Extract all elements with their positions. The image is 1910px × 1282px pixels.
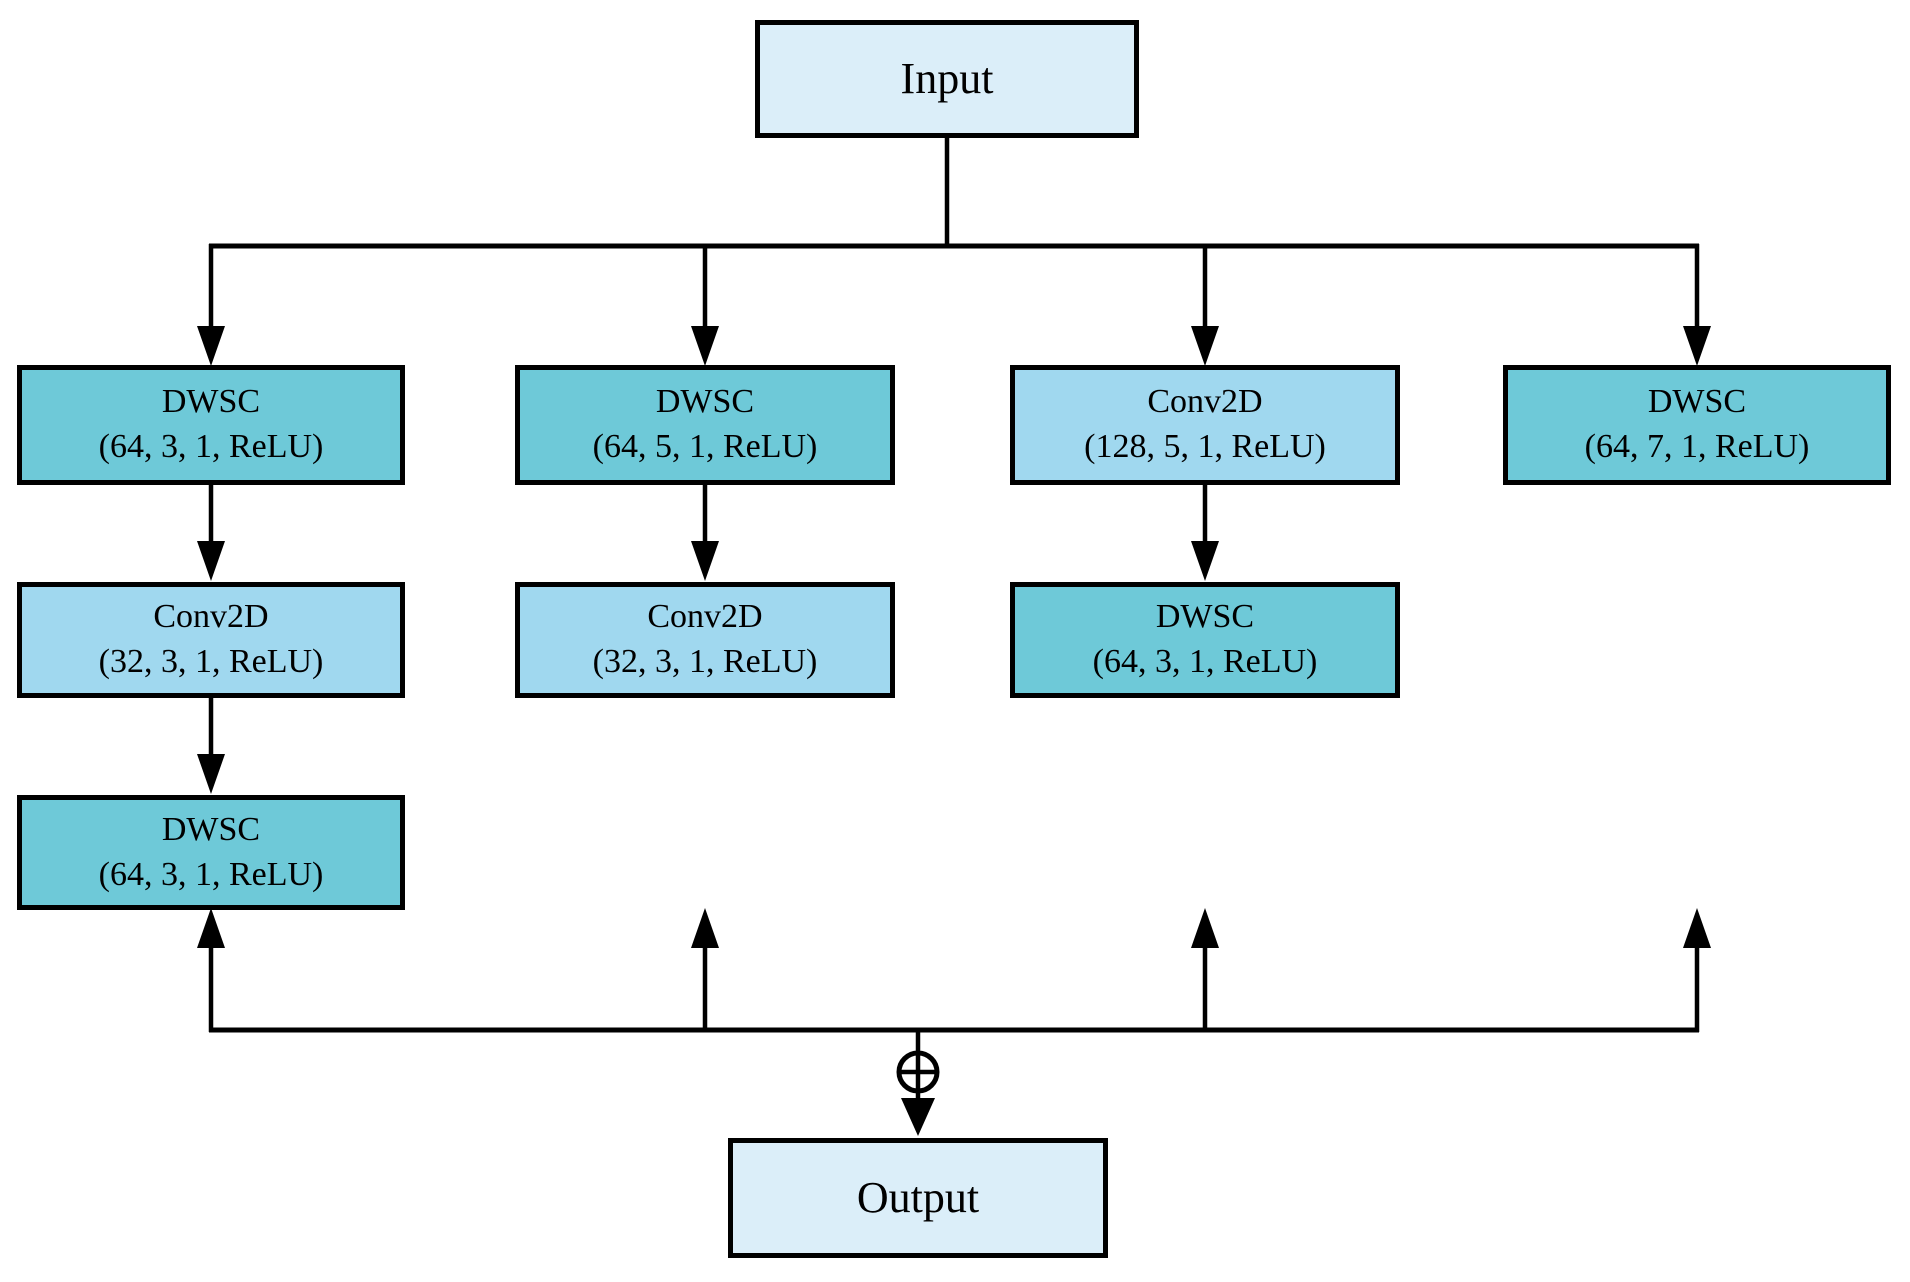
layer-type: Conv2D [647, 598, 763, 636]
layer-params: (32, 3, 1, ReLU) [592, 643, 818, 680]
branch2-dwsc-node: DWSC (64, 5, 1, ReLU) [515, 365, 895, 485]
input-label: Input [900, 53, 994, 103]
branch3-dwsc-node: DWSC (64, 3, 1, ReLU) [1010, 582, 1400, 698]
branch2-conv2d-node: Conv2D (32, 3, 1, ReLU) [515, 582, 895, 698]
output-label: Output [856, 1172, 980, 1222]
branch1-dwsc2-node: DWSC (64, 3, 1, ReLU) [17, 795, 405, 910]
layer-type: Conv2D [1147, 383, 1263, 421]
layer-type: DWSC [655, 383, 755, 421]
layer-params: (128, 5, 1, ReLU) [1084, 428, 1326, 465]
layer-type: DWSC [161, 810, 261, 848]
input-node: Input [755, 20, 1139, 138]
layer-type: DWSC [1647, 383, 1747, 421]
output-node: Output [728, 1138, 1108, 1258]
layer-type: DWSC [161, 383, 261, 421]
layer-params: (64, 3, 1, ReLU) [1092, 643, 1318, 680]
branch3-conv2d-node: Conv2D (128, 5, 1, ReLU) [1010, 365, 1400, 485]
layer-params: (64, 7, 1, ReLU) [1584, 428, 1810, 465]
sum-operator-icon [896, 1050, 940, 1094]
arrowheads [197, 326, 1711, 1136]
layer-params: (32, 3, 1, ReLU) [98, 643, 324, 680]
layer-params: (64, 3, 1, ReLU) [98, 855, 324, 893]
branch1-dwsc-node: DWSC (64, 3, 1, ReLU) [17, 365, 405, 485]
branch1-conv2d-node: Conv2D (32, 3, 1, ReLU) [17, 582, 405, 698]
layer-type: Conv2D [153, 598, 269, 636]
layer-params: (64, 5, 1, ReLU) [592, 428, 818, 465]
layer-type: DWSC [1155, 598, 1255, 636]
layer-params: (64, 3, 1, ReLU) [98, 428, 324, 465]
branch4-dwsc-node: DWSC (64, 7, 1, ReLU) [1503, 365, 1891, 485]
